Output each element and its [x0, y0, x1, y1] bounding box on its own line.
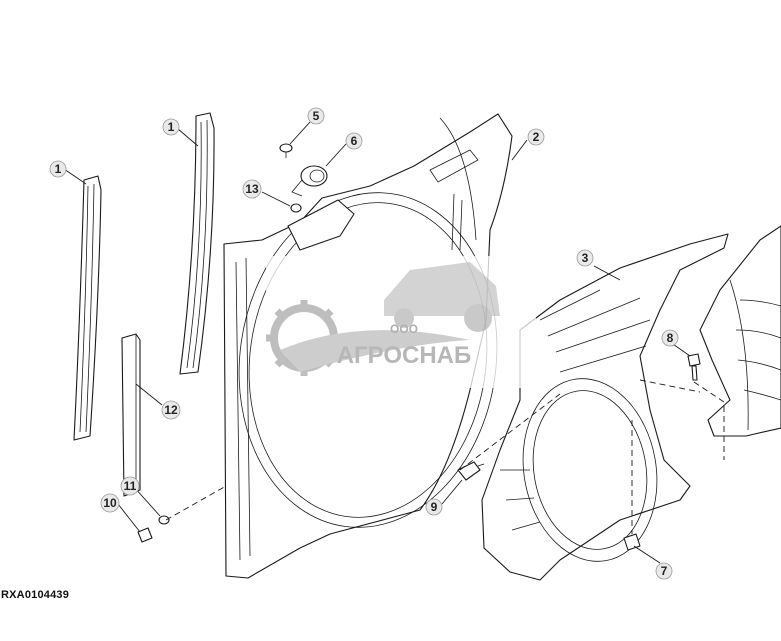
grommet-6	[291, 165, 328, 197]
diagram-code: RXA0104439	[1, 589, 70, 601]
combine-harvester-icon	[384, 262, 500, 332]
svg-text:1: 1	[168, 120, 175, 134]
svg-text:6: 6	[351, 134, 358, 148]
bolt-8	[687, 353, 701, 381]
watermark-prefix: ООО	[390, 322, 418, 336]
callout-1-left: 1	[49, 160, 67, 178]
callout-6: 6	[345, 132, 363, 150]
callout-3: 3	[576, 249, 594, 267]
watermark-company-name: АГРОСНАБ	[337, 342, 472, 369]
callout-5: 5	[307, 107, 325, 125]
svg-text:2: 2	[533, 130, 540, 144]
callout-8: 8	[661, 329, 679, 347]
washer-11	[158, 515, 170, 525]
callout-13: 13	[242, 179, 262, 199]
svg-text:8: 8	[667, 331, 674, 345]
clip-7	[623, 533, 641, 551]
callout-10: 10	[100, 493, 120, 513]
nut-13	[290, 203, 302, 213]
callout-11: 11	[120, 476, 140, 496]
fan-guard	[481, 233, 729, 581]
watermark-logo: ООО АГРОСНАБ	[266, 256, 536, 388]
callout-9: 9	[425, 498, 443, 516]
seal-strip-left	[73, 175, 102, 441]
callout-2: 2	[527, 128, 545, 146]
clip-5	[279, 143, 293, 158]
svg-text:3: 3	[582, 251, 589, 265]
svg-text:7: 7	[661, 564, 668, 578]
svg-text:13: 13	[245, 182, 259, 196]
svg-text:9: 9	[431, 500, 438, 514]
svg-text:12: 12	[164, 403, 178, 417]
callout-1-curved: 1	[162, 118, 180, 136]
callout-7: 7	[655, 562, 673, 580]
foam-seal-block	[121, 333, 141, 497]
bolt-10	[137, 527, 153, 543]
assembly-lines	[165, 379, 725, 534]
svg-text:5: 5	[313, 109, 320, 123]
callout-12: 12	[161, 400, 181, 420]
svg-text:1: 1	[55, 162, 62, 176]
fan-ring-partial	[699, 225, 781, 437]
svg-text:11: 11	[124, 479, 137, 493]
bolt-9	[457, 461, 485, 481]
svg-text:10: 10	[103, 496, 117, 510]
seal-strip-curved	[179, 112, 215, 375]
